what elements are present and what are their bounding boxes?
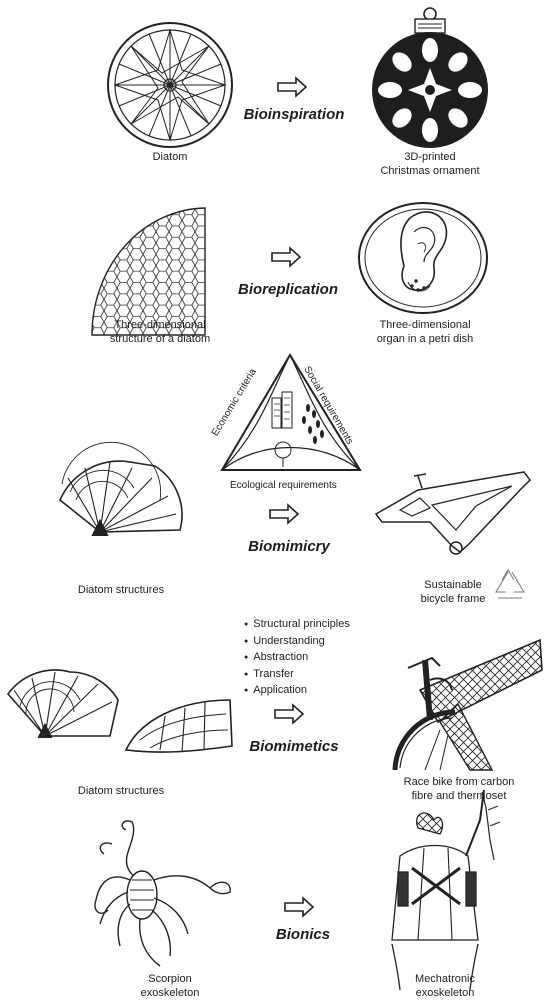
ornament-label: 3D-printed Christmas ornament bbox=[360, 150, 500, 178]
arrow-icon bbox=[269, 503, 300, 525]
scorpion-drawing bbox=[94, 820, 231, 967]
bullet-application: Application bbox=[244, 683, 350, 700]
sustainability-triangle bbox=[220, 353, 362, 471]
diatom-fan-drawing bbox=[59, 441, 183, 537]
bicycle-frame-label-line1: Sustainable bbox=[424, 579, 482, 591]
bioreplication-title: Bioreplication bbox=[237, 281, 338, 298]
bullet-structural-principles: Structural principles bbox=[244, 617, 350, 634]
organ-label: Three-dimensional organ in a petri dish bbox=[350, 318, 500, 346]
arrow-icon bbox=[274, 703, 305, 725]
bionics-title: Bionics bbox=[275, 926, 331, 943]
biomimetics-bullet-list: Structural principles Understanding Abst… bbox=[244, 617, 350, 700]
diatom-label: Diatom bbox=[152, 151, 188, 163]
triangle-bottom-edge-label: Ecological requirements bbox=[230, 480, 337, 491]
biomimicry-title: Biomimicry bbox=[248, 538, 330, 555]
diatom-structures-label: Diatom structures bbox=[77, 584, 165, 596]
ornament-drawing bbox=[372, 7, 488, 148]
arrow-icon bbox=[271, 246, 302, 268]
bullet-understanding: Understanding bbox=[244, 634, 350, 651]
scorpion-label: Scorpion exoskeleton bbox=[120, 972, 220, 1000]
diatom-structure-label-line1: Three-dimensional bbox=[114, 319, 206, 331]
mechatronic-label-line1: Mechatronic bbox=[415, 973, 475, 985]
recycle-icon bbox=[495, 569, 525, 599]
bicycle-frame-drawing bbox=[374, 471, 531, 555]
diatom-fan-drawing bbox=[6, 669, 119, 739]
bicycle-frame-label-line2: bicycle frame bbox=[420, 593, 486, 605]
diatom-structures-label-2: Diatom structures bbox=[77, 785, 165, 797]
arrow-icon bbox=[284, 896, 315, 918]
ornament-label-line1: 3D-printed bbox=[404, 151, 456, 163]
bullet-transfer: Transfer bbox=[244, 667, 350, 684]
scorpion-label-line1: Scorpion bbox=[148, 973, 192, 985]
race-bike-label-line1: Race bike from carbon bbox=[403, 776, 515, 788]
ear-petri-dish-drawing bbox=[358, 202, 488, 314]
diatom-structure-label-line2: structure of a diatom bbox=[109, 333, 211, 345]
exoskeleton-drawing bbox=[391, 789, 501, 991]
organ-label-line2: organ in a petri dish bbox=[376, 333, 474, 345]
race-bike-label: Race bike from carbon fibre and thermose… bbox=[384, 775, 534, 803]
diatom-drawing bbox=[107, 22, 233, 148]
hexagon-diatom-drawing bbox=[91, 207, 206, 336]
bioinspiration-title: Bioinspiration bbox=[243, 106, 345, 123]
diatom-fan-drawing bbox=[124, 699, 233, 753]
bullet-abstraction: Abstraction bbox=[244, 650, 350, 667]
ornament-label-line2: Christmas ornament bbox=[380, 165, 480, 177]
bicycle-frame-label: Sustainable bicycle frame bbox=[410, 578, 496, 606]
mechatronic-label: Mechatronic exoskeleton bbox=[390, 972, 500, 1000]
biomimetics-title: Biomimetics bbox=[249, 738, 339, 755]
scorpion-label-line2: exoskeleton bbox=[140, 987, 200, 999]
organ-label-line1: Three-dimensional bbox=[379, 319, 471, 331]
race-bike-drawing bbox=[392, 638, 543, 771]
arrow-icon bbox=[277, 76, 308, 98]
diatom-structure-label: Three-dimensional structure of a diatom bbox=[80, 318, 240, 346]
race-bike-label-line2: fibre and thermoset bbox=[411, 790, 507, 802]
mechatronic-label-line2: exoskeleton bbox=[415, 987, 475, 999]
